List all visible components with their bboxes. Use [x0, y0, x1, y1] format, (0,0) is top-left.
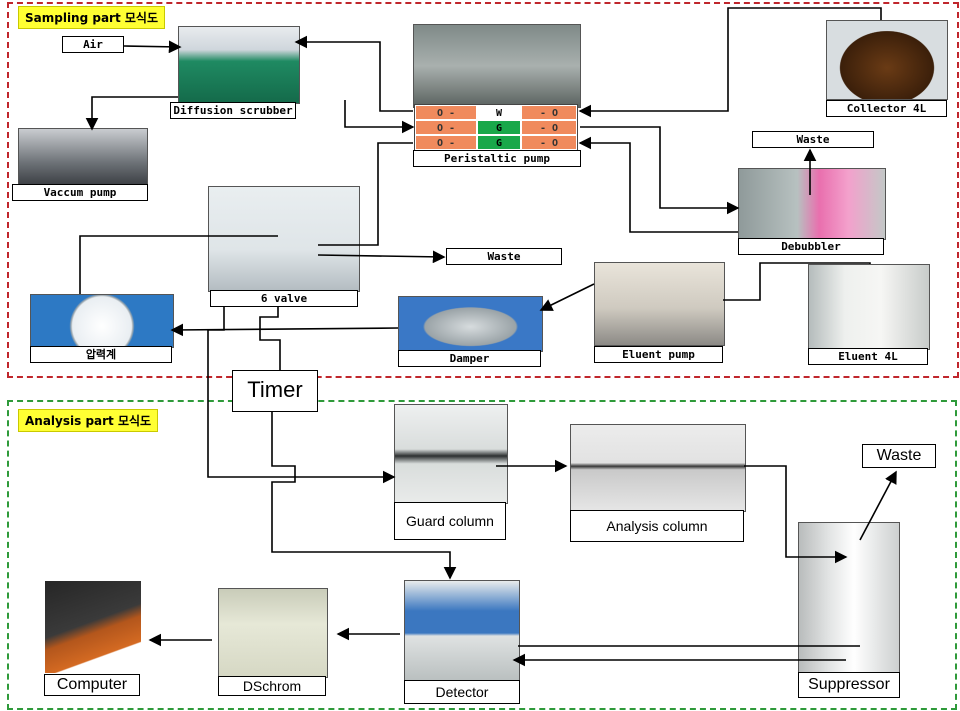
- waste-analysis-label: Waste: [862, 444, 936, 468]
- dschrom-label: DSchrom: [218, 676, 326, 696]
- pump-port: O -: [415, 105, 477, 120]
- pump-channel-g: G: [477, 135, 521, 150]
- analysis-column-image: [570, 424, 746, 512]
- debubbler-label: Debubbler: [738, 238, 884, 255]
- guard-column-image: [394, 404, 508, 504]
- pump-port: - O: [521, 120, 577, 135]
- sampling-section-title: Sampling part 모식도: [18, 6, 166, 29]
- vaccum-pump-label: Vaccum pump: [12, 184, 148, 201]
- collector-label: Collector 4L: [826, 100, 947, 117]
- pump-port: - O: [521, 135, 577, 150]
- analysis-column-label: Analysis column: [570, 510, 744, 542]
- pump-port: O -: [415, 120, 477, 135]
- dschrom-image: [218, 588, 328, 678]
- debubbler-image: [738, 168, 886, 240]
- air-label: Air: [62, 36, 124, 53]
- waste-mid-label: Waste: [446, 248, 562, 265]
- analysis-section: [7, 400, 957, 710]
- pressure-gauge-label: 압력계: [30, 346, 172, 363]
- suppressor-label: Suppressor: [798, 672, 900, 698]
- six-valve-image: [208, 186, 360, 292]
- eluent-label: Eluent 4L: [808, 348, 928, 365]
- eluent-bottle-image: [808, 264, 930, 350]
- diffusion-scrubber-label: Diffusion scrubber: [170, 102, 296, 119]
- pump-port: O -: [415, 135, 477, 150]
- pressure-gauge-image: [30, 294, 174, 348]
- detector-label: Detector: [404, 680, 520, 704]
- eluent-pump-label: Eluent pump: [594, 346, 723, 363]
- computer-label: Computer: [44, 674, 140, 696]
- sampling-section: [7, 2, 959, 378]
- peristaltic-pump-ports: O - W - O O - G - O O - G - O: [414, 104, 578, 151]
- timer-label: Timer: [232, 370, 318, 412]
- collector-bottle-image: [826, 20, 948, 100]
- damper-label: Damper: [398, 350, 541, 367]
- detector-image: [404, 580, 520, 682]
- diffusion-scrubber-image: [178, 26, 300, 104]
- pump-channel-w: W: [477, 105, 521, 120]
- analysis-section-title: Analysis part 모식도: [18, 409, 159, 432]
- guard-column-label: Guard column: [394, 502, 506, 540]
- six-valve-label: 6 valve: [210, 290, 358, 307]
- suppressor-image: [798, 522, 900, 674]
- peristaltic-pump-label: Peristaltic pump: [413, 150, 581, 167]
- waste-top-label: Waste: [752, 131, 874, 148]
- computer-image: [44, 580, 142, 674]
- pump-port: - O: [521, 105, 577, 120]
- damper-image: [398, 296, 543, 352]
- eluent-pump-image: [594, 262, 725, 346]
- pump-channel-g: G: [477, 120, 521, 135]
